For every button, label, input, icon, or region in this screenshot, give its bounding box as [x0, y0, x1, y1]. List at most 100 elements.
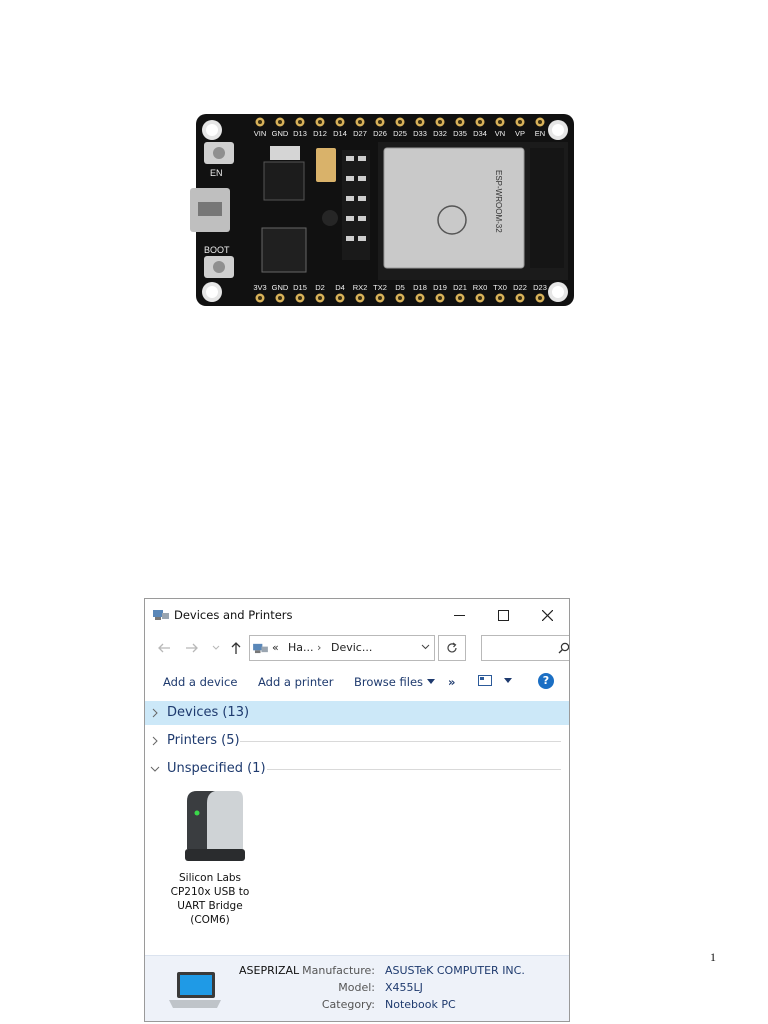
pin-hole — [478, 296, 482, 300]
close-button[interactable] — [525, 599, 569, 631]
device-label: Silicon Labs CP210x USB to UART Bridge (… — [157, 871, 263, 927]
pin-label: TX0 — [493, 283, 507, 292]
pin-label: TX2 — [373, 283, 387, 292]
pin-hole — [318, 296, 322, 300]
group-unspecified[interactable]: Unspecified (1) — [145, 757, 569, 781]
browse-files-label: Browse files — [354, 675, 424, 689]
group-printers[interactable]: Printers (5) — [145, 729, 569, 753]
pin-label: D13 — [293, 129, 307, 138]
espressif-logo — [437, 205, 467, 235]
pin-label: RX0 — [473, 283, 488, 292]
help-button[interactable]: ? — [538, 673, 554, 689]
boot-button — [204, 256, 234, 278]
model-value: X455LJ — [385, 981, 423, 994]
breadcrumb-hardware[interactable]: Ha... — [288, 641, 314, 654]
close-icon — [541, 609, 553, 621]
address-bar[interactable]: « Ha... › Devic... — [249, 635, 435, 661]
chevron-right-icon — [152, 736, 158, 746]
up-arrow-icon — [231, 642, 241, 654]
pin-hole — [358, 120, 362, 124]
add-device-button[interactable]: Add a device — [163, 675, 238, 689]
recent-locations-button[interactable] — [207, 639, 225, 657]
pin-label: RX2 — [353, 283, 368, 292]
maximize-button[interactable] — [481, 599, 525, 631]
pin-hole — [498, 120, 502, 124]
browse-files-button[interactable]: Browse files — [354, 675, 436, 689]
pin-label: D12 — [313, 129, 327, 138]
rf-shield — [383, 147, 525, 269]
pin-label: D2 — [315, 283, 325, 292]
voltage-regulator — [263, 161, 305, 201]
title-bar: Devices and Printers — [145, 599, 569, 631]
group-label: Devices (13) — [167, 705, 256, 720]
forward-button[interactable] — [183, 639, 201, 657]
pin-hole — [458, 296, 462, 300]
device-label-line: (COM6) — [190, 914, 230, 926]
group-label: Printers (5) — [167, 733, 240, 748]
pin-hole — [358, 296, 362, 300]
computer-name: ASEPRIZAL — [239, 964, 300, 977]
pin-label: D5 — [395, 283, 405, 292]
pin-hole — [438, 296, 442, 300]
device-label-line: CP210x USB to — [170, 886, 250, 898]
model-key: Model: — [338, 981, 375, 994]
device-silicon-labs-cp210x[interactable]: Silicon Labs CP210x USB to UART Bridge (… — [165, 787, 255, 927]
pin-hole — [338, 296, 342, 300]
pin-hole — [298, 120, 302, 124]
change-view-button[interactable] — [478, 674, 512, 688]
minimize-button[interactable] — [437, 599, 481, 631]
breadcrumb-overflow[interactable]: « — [272, 641, 279, 654]
en-button — [204, 142, 234, 164]
category-value: Notebook PC — [385, 998, 456, 1011]
devices-printers-icon — [253, 643, 268, 654]
pin-label: 3V3 — [253, 283, 266, 292]
breadcrumb-devices[interactable]: Devic... — [331, 641, 373, 654]
pin-label: D18 — [413, 283, 427, 292]
pin-hole — [338, 120, 342, 124]
pin-hole — [518, 120, 522, 124]
pin-hole — [378, 120, 382, 124]
pin-hole — [458, 120, 462, 124]
add-printer-button[interactable]: Add a printer — [258, 675, 334, 689]
device-box-icon — [185, 791, 245, 861]
group-devices[interactable]: Devices (13) — [145, 701, 569, 725]
back-arrow-icon — [158, 643, 170, 653]
pin-hole — [538, 296, 542, 300]
chevron-down-icon[interactable] — [421, 644, 430, 650]
tantalum-capacitor — [316, 148, 336, 182]
pin-label: VN — [495, 129, 505, 138]
divider — [267, 769, 561, 770]
pin-label: D22 — [513, 283, 527, 292]
details-pane: ASEPRIZAL Manufacture: ASUSTeK COMPUTER … — [145, 955, 569, 1021]
pin-hole — [258, 296, 262, 300]
search-input[interactable] — [481, 635, 569, 661]
usb-uart-chip — [261, 227, 307, 273]
up-button[interactable] — [227, 639, 245, 657]
module-name: ESP-WROOM-32 — [494, 170, 503, 233]
pin-label: D15 — [293, 283, 307, 292]
pin-label: D23 — [533, 283, 547, 292]
pin-label: D14 — [333, 129, 347, 138]
view-icon — [478, 675, 492, 686]
more-commands-button[interactable]: » — [448, 675, 456, 689]
device-label-line: Silicon Labs — [178, 872, 242, 884]
breadcrumb-separator-icon: › — [317, 641, 322, 654]
command-bar: Add a device Add a printer Browse files … — [145, 667, 569, 697]
divider — [240, 741, 561, 742]
pin-label: D35 — [453, 129, 467, 138]
refresh-button[interactable] — [438, 635, 466, 661]
pin-hole — [398, 120, 402, 124]
group-label: Unspecified (1) — [167, 761, 266, 776]
pin-hole — [298, 296, 302, 300]
back-button[interactable] — [155, 639, 173, 657]
pin-hole — [258, 120, 262, 124]
chevron-right-icon — [152, 708, 158, 718]
chevron-down-icon — [150, 766, 160, 772]
pin-label: D4 — [335, 283, 345, 292]
pin-label: VIN — [254, 129, 267, 138]
forward-arrow-icon — [186, 643, 198, 653]
pin-label: D25 — [393, 129, 407, 138]
pin-hole — [518, 296, 522, 300]
